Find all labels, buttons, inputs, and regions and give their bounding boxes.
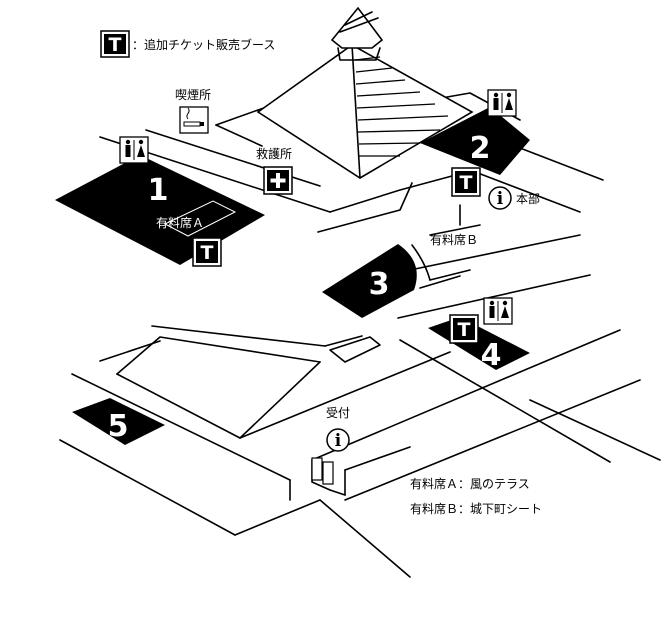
area-2: 2: [420, 107, 530, 175]
ticket-booth-icon: T: [100, 30, 130, 58]
area-number-1: 1: [148, 173, 169, 208]
notes: 有料席Ａ：風のテラス 有料席Ｂ：城下町シート: [410, 476, 542, 516]
castle-illustration: [256, 6, 474, 179]
info-letter: i: [497, 189, 504, 209]
ticket-symbol: T: [201, 242, 214, 264]
area-number-2: 2: [470, 131, 491, 166]
smoking-label: 喫煙所: [175, 88, 211, 102]
legend-label: ：追加チケット販売ブース: [132, 37, 275, 52]
ticket-symbol: T: [109, 34, 122, 56]
first-aid-label: 救護所: [256, 146, 292, 161]
area-number-4: 4: [481, 338, 502, 373]
note-seat-a: 有料席Ａ：風のテラス: [410, 476, 530, 491]
information-icon: i: [488, 186, 512, 210]
ticket-symbol: T: [460, 172, 473, 194]
legend: T ：追加チケット販売ブース: [100, 30, 275, 58]
information-icon: i: [326, 428, 350, 452]
area-number-3: 3: [369, 267, 390, 302]
ticket-booth-icon: T: [192, 237, 222, 267]
restroom-icon: [487, 89, 517, 117]
headquarters: i 本部: [488, 186, 540, 210]
ticket-symbol: T: [458, 319, 471, 341]
area-5: 5: [72, 398, 165, 445]
smoking-area-icon: [179, 106, 209, 134]
seat-a-label: 有料席Ａ: [156, 215, 204, 230]
reception: 受付 i: [326, 406, 350, 452]
note-seat-b: 有料席Ｂ：城下町シート: [410, 501, 542, 516]
restroom-icon: [483, 297, 513, 325]
smoking-area: 喫煙所: [175, 88, 211, 134]
restroom-icon: [119, 136, 149, 164]
reception-label: 受付: [326, 406, 350, 420]
area-3: 3: [322, 244, 417, 318]
first-aid-icon: [263, 166, 293, 195]
area-number-5: 5: [108, 409, 129, 444]
ticket-booth-icon: T: [451, 167, 481, 197]
info-letter: i: [335, 431, 342, 451]
area-1: 1 有料席Ａ: [55, 155, 265, 265]
seat-b-label: 有料席Ｂ: [430, 232, 478, 247]
headquarters-label: 本部: [516, 191, 540, 206]
first-aid: 救護所: [256, 146, 293, 195]
ticket-booth-icon: T: [449, 314, 479, 344]
